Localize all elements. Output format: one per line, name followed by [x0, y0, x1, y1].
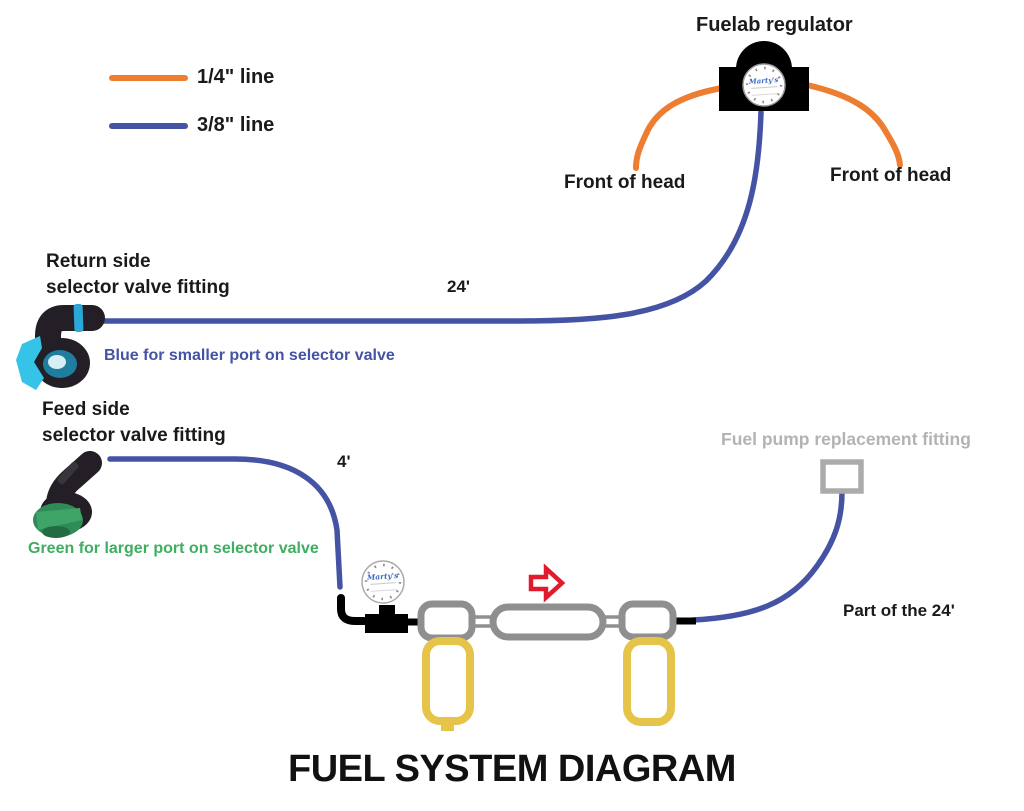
tee-fitting-top-port	[379, 605, 395, 616]
return-fitting-blue-collar	[73, 303, 84, 333]
flow-direction-arrow-icon	[528, 563, 566, 603]
return-fitting-port-highlight	[48, 355, 66, 369]
return-fitting-graphic	[16, 303, 105, 390]
feed-fitting-green-bottom	[42, 526, 70, 538]
regulator-label: Fuelab regulator	[696, 14, 853, 36]
part-of-24-label: Part of the 24'	[843, 601, 955, 620]
filter-cartridge	[489, 603, 607, 641]
three-eighth-return-line-24ft	[101, 109, 764, 324]
feed-fitting-label-line1: Feed side	[42, 399, 130, 420]
filter-head-right	[618, 600, 677, 641]
fuel-pump-replacement-fitting-box	[820, 459, 864, 494]
canister-right	[623, 637, 675, 726]
feed-fitting-graphic	[33, 451, 102, 538]
return-fitting-cyan-clip	[16, 336, 44, 390]
inline-gauge-face	[361, 560, 405, 604]
legend-three-eighth-label: 3/8" line	[197, 114, 275, 136]
quarter-line-right	[804, 82, 903, 168]
regulator-gauge-face	[742, 63, 786, 107]
fuel-pump-fitting-label: Fuel pump replacement fitting	[721, 429, 971, 449]
return-line-length-label: 24'	[447, 277, 470, 296]
canister-left-drain-tab	[441, 722, 454, 731]
return-fitting-label: Return side selector valve fitting	[46, 249, 230, 301]
return-fitting-elbow	[35, 305, 105, 365]
inline-gauge-logo: Marty's	[366, 571, 399, 592]
return-fitting-label-line1: Return side	[46, 251, 151, 272]
return-fitting-label-line2: selector valve fitting	[46, 277, 230, 298]
filter-head-left	[417, 600, 476, 642]
inline-gauge-logo-text: Marty's	[366, 570, 399, 583]
legend-quarter-label: 1/4" line	[197, 66, 275, 88]
three-eighth-line-part-of-24ft	[690, 489, 845, 623]
front-of-head-left-label: Front of head	[564, 172, 686, 193]
return-fitting-barb	[86, 306, 94, 330]
tee-fitting-body	[365, 614, 408, 633]
feed-fitting-barb-2	[57, 461, 79, 485]
feed-fitting-label: Feed side selector valve fitting	[42, 397, 226, 449]
feed-line-length-label: 4'	[337, 452, 351, 471]
feed-fitting-label-line2: selector valve fitting	[42, 425, 226, 446]
inline-gauge-ticks-icon	[364, 563, 402, 601]
regulator-gauge-ticks-icon	[745, 66, 783, 104]
quarter-line-left	[633, 85, 725, 171]
regulator-gauge-logo-text: Marty's	[748, 74, 779, 87]
three-eighth-feed-line-4ft	[107, 456, 343, 590]
filter-inlet-elbow	[337, 594, 368, 625]
front-of-head-right-label: Front of head	[830, 165, 952, 186]
feed-fitting-note: Green for larger port on selector valve	[28, 540, 319, 557]
return-fitting-note: Blue for smaller port on selector valve	[104, 347, 395, 364]
page-title: FUEL SYSTEM DIAGRAM	[288, 748, 736, 790]
canister-left	[422, 637, 474, 725]
regulator-gauge-logo: Marty's	[747, 75, 780, 96]
feed-fitting-green-ridge	[36, 508, 82, 530]
